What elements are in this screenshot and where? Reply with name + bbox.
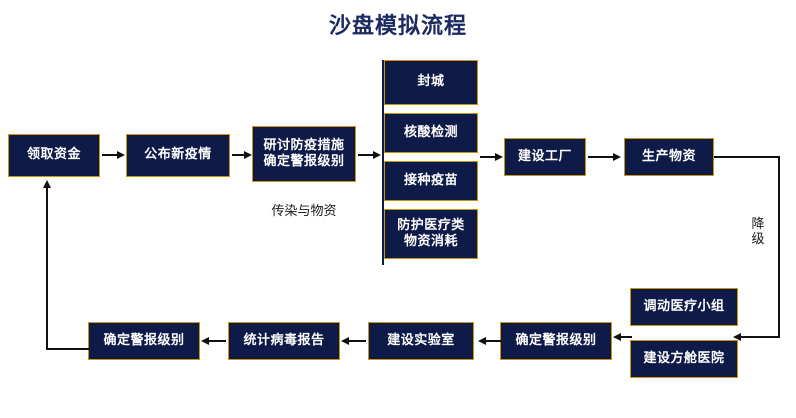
arrow-confirm-to-lab — [478, 336, 486, 345]
node-label: 确定警报级别 — [103, 332, 185, 348]
node-label: 确定警报级别 — [515, 332, 597, 348]
node-receive-funds[interactable]: 领取资金 — [8, 134, 100, 177]
node-label: 领取资金 — [26, 147, 81, 163]
node-confirm-alert-level[interactable]: 确定警报级别 — [500, 322, 612, 360]
edge-label-downgrade-line2: 级 — [751, 231, 765, 247]
connector-produce-to-right — [714, 156, 780, 158]
connector-announce-to-discuss — [232, 154, 246, 156]
node-label-line2: 确定警报级别 — [263, 154, 345, 169]
connector-right-to-medical-stack — [740, 336, 780, 338]
node-label-line2: 物资消耗 — [403, 234, 458, 249]
connector-medical-to-confirm — [620, 336, 632, 338]
node-announce-epidemic[interactable]: 公布新疫情 — [126, 134, 230, 177]
node-nucleic-acid-test[interactable]: 核酸检测 — [384, 113, 478, 153]
node-caption-transmission-supplies: 传染与物资 — [271, 204, 337, 219]
connector-alert-to-left — [46, 348, 90, 350]
connector-lab-to-stats — [348, 340, 366, 342]
page-title: 沙盘模拟流程 — [328, 14, 467, 39]
arrow-medical-to-confirm — [613, 332, 621, 341]
node-label: 建设实验室 — [387, 332, 455, 348]
arrow-stats-to-alert — [201, 336, 209, 345]
node-label: 接种疫苗 — [403, 172, 458, 188]
edge-label-downgrade-line1: 降 — [751, 217, 765, 232]
connector-left-up — [46, 188, 48, 350]
arrow-into-medical-stack — [733, 332, 741, 341]
arrow-discuss-to-measures — [373, 150, 381, 159]
connector-confirm-to-lab — [486, 340, 502, 342]
node-discuss-measures[interactable]: 研讨防疫措施 确定警报级别 — [252, 126, 356, 182]
arrow-lab-to-stats — [341, 336, 349, 345]
node-label: 封城 — [417, 74, 445, 90]
node-label: 建设工厂 — [517, 148, 572, 164]
node-label: 核酸检测 — [403, 124, 458, 140]
node-lockdown[interactable]: 封城 — [384, 60, 478, 105]
node-label-line1: 防护医疗类 — [397, 217, 465, 233]
node-label: 建设方舱医院 — [643, 350, 725, 366]
node-build-fangcang-hospital[interactable]: 建设方舱医院 — [630, 340, 738, 378]
arrow-factory-to-produce — [613, 152, 621, 161]
node-medical-supply-consumption[interactable]: 防护医疗类 物资消耗 — [384, 209, 478, 259]
arrow-announce-to-discuss — [244, 150, 252, 159]
arrow-measures-to-factory — [495, 152, 503, 161]
connector-right-down — [778, 156, 780, 338]
node-label-line1: 研讨防疫措施 — [263, 137, 345, 153]
edge-label-downgrade: 降 级 — [748, 217, 768, 248]
node-build-laboratory[interactable]: 建设实验室 — [368, 322, 474, 360]
connector-stats-to-alert — [208, 340, 226, 342]
arrow-left-up-to-funds — [42, 180, 51, 188]
node-label: 公布新疫情 — [144, 147, 212, 163]
measure-stack-spine — [382, 60, 384, 265]
node-confirm-alert-level-final[interactable]: 确定警报级别 — [88, 322, 200, 360]
connector-factory-to-produce — [588, 156, 614, 158]
node-label: 生产物资 — [641, 148, 696, 164]
node-build-factory[interactable]: 建设工厂 — [504, 138, 586, 176]
node-deploy-medical-team[interactable]: 调动医疗小组 — [630, 288, 738, 326]
arrow-funds-to-announce — [117, 150, 125, 159]
node-label: 统计病毒报告 — [243, 332, 325, 348]
node-vaccination[interactable]: 接种疫苗 — [384, 161, 478, 201]
node-produce-supplies[interactable]: 生产物资 — [624, 138, 714, 176]
connector-measures-to-factory — [480, 156, 496, 158]
connector-discuss-to-measures — [358, 154, 374, 156]
node-virus-report-statistics[interactable]: 统计病毒报告 — [228, 322, 340, 360]
node-label: 调动医疗小组 — [643, 298, 725, 314]
connector-funds-to-announce — [102, 154, 118, 156]
